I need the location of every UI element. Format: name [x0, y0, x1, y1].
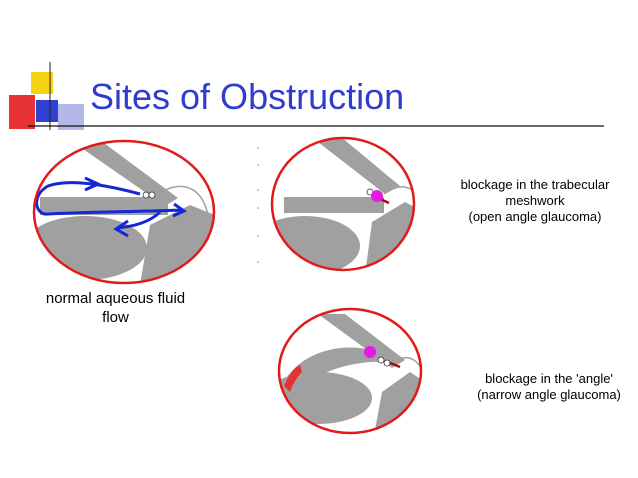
deco-red-square — [9, 95, 35, 129]
dotted-marks — [257, 147, 259, 263]
title-decoration — [9, 62, 604, 130]
ciliary-body — [375, 372, 421, 430]
blockage-dot — [371, 190, 383, 202]
trabecular-blockage-diagram — [270, 136, 416, 272]
cornea-tissue — [305, 138, 400, 194]
flow-arrowhead-upper — [84, 176, 102, 192]
trabecular-curve — [383, 186, 414, 227]
lens-tissue — [272, 216, 360, 270]
angle-blockage-diagram — [277, 307, 423, 435]
flow-arrow-upper — [35, 181, 183, 216]
trabecular-curve — [154, 185, 214, 237]
trabecular-curve — [394, 357, 421, 379]
caption-angle-blockage: blockage in the 'angle' (narrow angle gl… — [463, 371, 635, 403]
slide-title: Sites of Obstruction — [90, 76, 405, 117]
caption-normal-flow: normal aqueous fluid flow — [18, 289, 213, 327]
deco-yellow-square — [31, 72, 53, 94]
flow-arrow-lower — [117, 210, 162, 230]
iris-tissue — [284, 197, 384, 213]
angle-blockage-red — [284, 365, 302, 392]
panel-ring — [32, 139, 216, 285]
panel-ring — [277, 307, 423, 435]
caption-line: blockage in the trabecular — [460, 177, 610, 192]
panel-ring — [270, 136, 416, 272]
caption-line: flow — [102, 309, 129, 326]
caption-line: normal aqueous fluid — [45, 290, 186, 307]
deco-blue-square — [36, 100, 58, 122]
normal-flow-diagram — [32, 139, 216, 285]
caption-line: meshwork — [505, 193, 565, 208]
caption-line: (open angle glaucoma) — [468, 209, 602, 224]
caption-trabecular-blockage: blockage in the trabecular meshwork (ope… — [445, 177, 625, 225]
cornea-tissue — [70, 141, 178, 206]
caption-line: (narrow angle glaucoma) — [477, 387, 621, 402]
blockage-dot — [364, 346, 376, 358]
cornea-tissue — [318, 314, 405, 368]
flow-arrowhead-right — [172, 202, 188, 218]
flow-arrowhead-lower — [113, 219, 129, 238]
caption-line: blockage in the 'angle' — [485, 371, 613, 386]
